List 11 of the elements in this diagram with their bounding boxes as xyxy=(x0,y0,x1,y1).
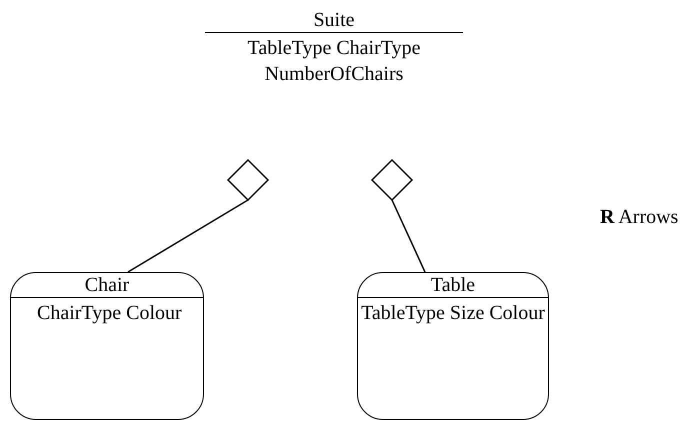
class-name: Table xyxy=(358,273,548,298)
attribute-list: TableType ChairType NumberOfChairs xyxy=(205,33,463,87)
class-name: Suite xyxy=(205,8,463,33)
class-box xyxy=(357,272,549,420)
note-text: R Arrows xyxy=(600,206,678,229)
attribute-list: TableType Size Colour xyxy=(358,298,548,326)
class-name: Chair xyxy=(11,273,203,298)
aggregation-line xyxy=(371,159,426,272)
aggregation-line xyxy=(128,159,269,273)
class-box xyxy=(10,272,204,420)
attribute-list: ChairType Colour xyxy=(11,298,203,326)
